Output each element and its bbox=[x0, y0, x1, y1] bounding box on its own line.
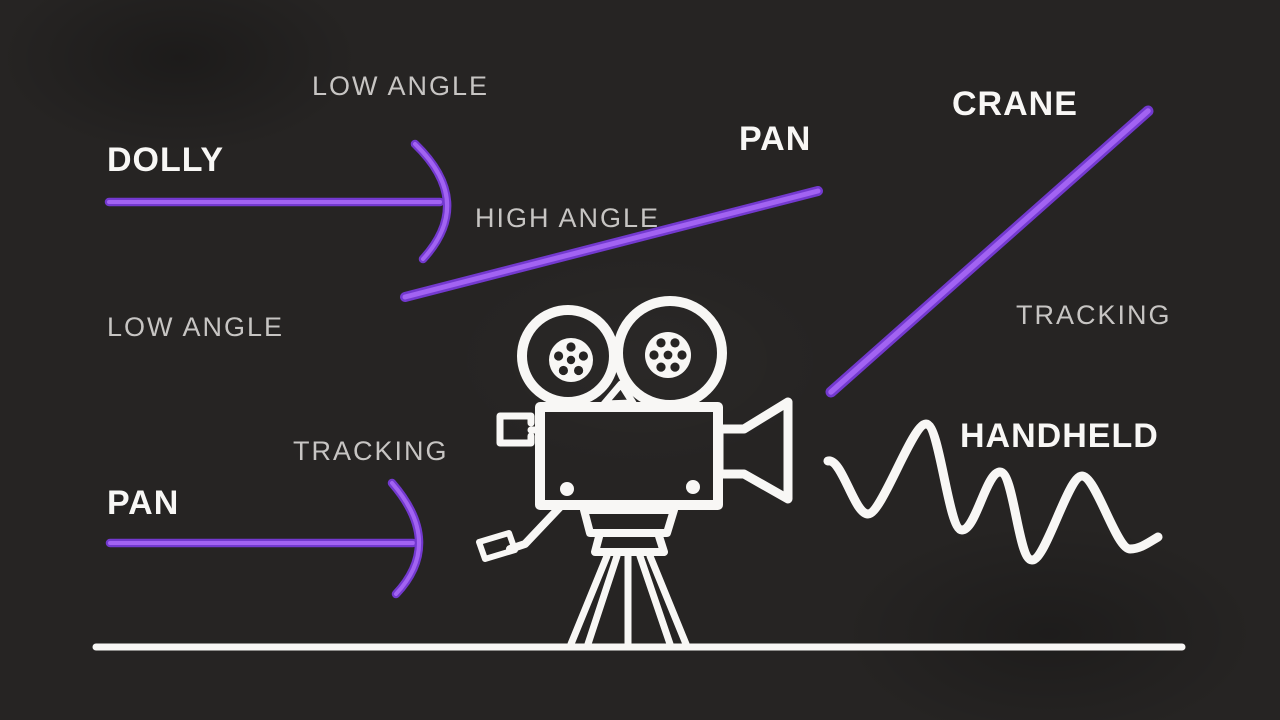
crank-handle bbox=[476, 502, 565, 562]
body-dot-right bbox=[686, 480, 700, 494]
winding-key bbox=[496, 412, 545, 447]
label-dolly: DOLLY bbox=[107, 141, 225, 179]
crane-line bbox=[825, 105, 1154, 398]
label-high-angle: HIGH ANGLE bbox=[475, 203, 661, 233]
label-handheld: HANDHELD bbox=[960, 417, 1159, 455]
label-pan-bottom: PAN bbox=[107, 484, 180, 522]
label-low-angle-left: LOW ANGLE bbox=[107, 312, 285, 342]
label-pan-top: PAN bbox=[739, 120, 812, 158]
right-reel-hub bbox=[645, 332, 691, 378]
label-crane: CRANE bbox=[952, 85, 1078, 123]
film-camera-icon bbox=[476, 296, 793, 649]
handheld-wave-icon bbox=[823, 419, 1163, 565]
label-low-angle-top: LOW ANGLE bbox=[312, 71, 490, 101]
lens-cone bbox=[714, 397, 793, 504]
dolly-arrow bbox=[104, 139, 452, 264]
label-tracking-right: TRACKING bbox=[1016, 300, 1172, 330]
body-dot-left bbox=[560, 482, 574, 496]
tripod bbox=[567, 506, 690, 649]
pan-arrow bbox=[105, 478, 424, 599]
left-reel-hub bbox=[549, 338, 593, 382]
high-angle-line bbox=[400, 186, 823, 302]
label-tracking-left: TRACKING bbox=[293, 436, 449, 466]
